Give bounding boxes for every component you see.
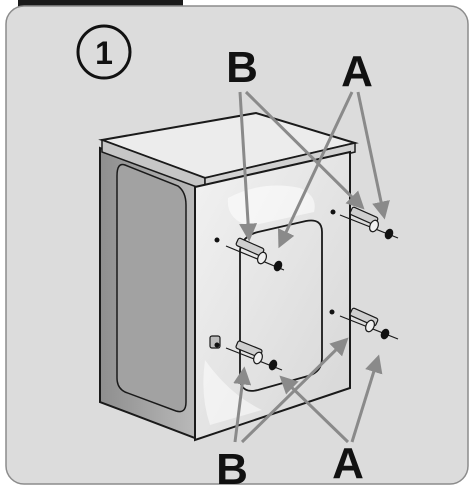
bolt-hole <box>214 237 220 243</box>
spacer-end <box>369 219 379 233</box>
bolt-assembly-upper-left <box>225 237 285 272</box>
arrow-b-bottom-to-spacer-left <box>233 366 252 443</box>
bolt-holes <box>214 209 336 348</box>
bolt-head-a <box>380 328 390 340</box>
arrow-a-top-to-bolt-right <box>356 91 390 220</box>
bolt-hole <box>214 342 220 348</box>
spacer-end <box>365 319 375 333</box>
step-badge-circle <box>76 24 132 80</box>
spacer-end <box>253 351 263 365</box>
bolt-head-a <box>273 260 283 272</box>
arrow-a-bottom-to-bolt-right <box>350 354 383 443</box>
step-number: 1 <box>95 35 113 71</box>
bolt-hole <box>330 209 336 215</box>
bolt-head-a <box>268 359 278 371</box>
step-badge: 1 <box>76 24 132 80</box>
bolt-assembly-lower-left <box>225 340 283 371</box>
bolt-assembly-upper-right <box>339 206 399 240</box>
label-a-top: A <box>341 47 373 96</box>
bolt-assembly-lower-right <box>339 307 399 340</box>
bolt-hole <box>329 309 335 315</box>
spacer-end <box>257 251 267 265</box>
arrow-b-top-to-spacer-right <box>244 90 365 210</box>
arrow-a-bottom-to-bolt-left <box>279 375 350 444</box>
arrow-b-top-to-spacer-left <box>238 91 258 242</box>
back-panel-highlight-lower <box>203 360 262 425</box>
header-tab <box>18 0 183 10</box>
label-b-top: B <box>226 43 258 92</box>
washing-machine-cabinet <box>98 111 359 442</box>
arrow-a-top-to-bolt-left <box>277 91 354 249</box>
callout-arrows <box>233 90 390 444</box>
bolt-head-a <box>384 228 394 240</box>
label-a-bottom: A <box>332 439 364 488</box>
cabinet-side-recess <box>116 163 187 413</box>
label-b-bottom: B <box>216 445 248 490</box>
